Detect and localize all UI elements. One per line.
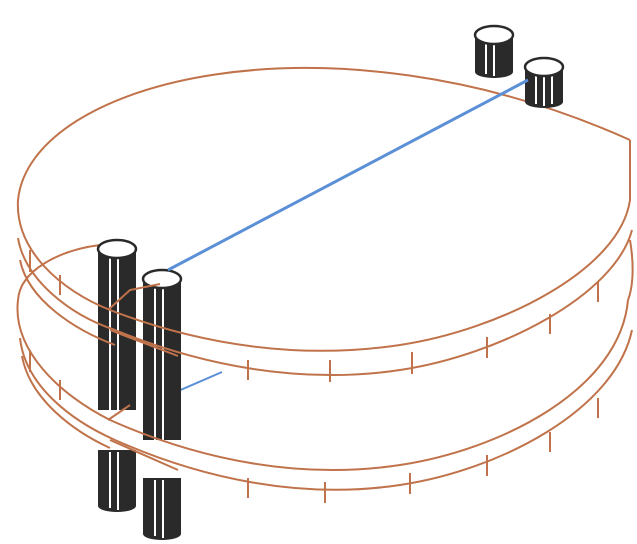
lower-ring-back [17,239,634,301]
lower-ring-front [16,299,633,503]
far-post-left-cap [473,24,515,46]
upper-ring-front [16,140,633,382]
upper-connector-line [167,78,529,272]
near-post-group [96,238,183,540]
far-post-right [523,56,565,108]
far-post-left [473,24,515,78]
far-post-right-cap [523,56,565,78]
far-post-group [473,24,565,108]
near-post-left [96,238,138,512]
near-post-left-cap [96,238,138,260]
near-post-right-cap [141,268,183,290]
near-post-right [141,268,183,540]
